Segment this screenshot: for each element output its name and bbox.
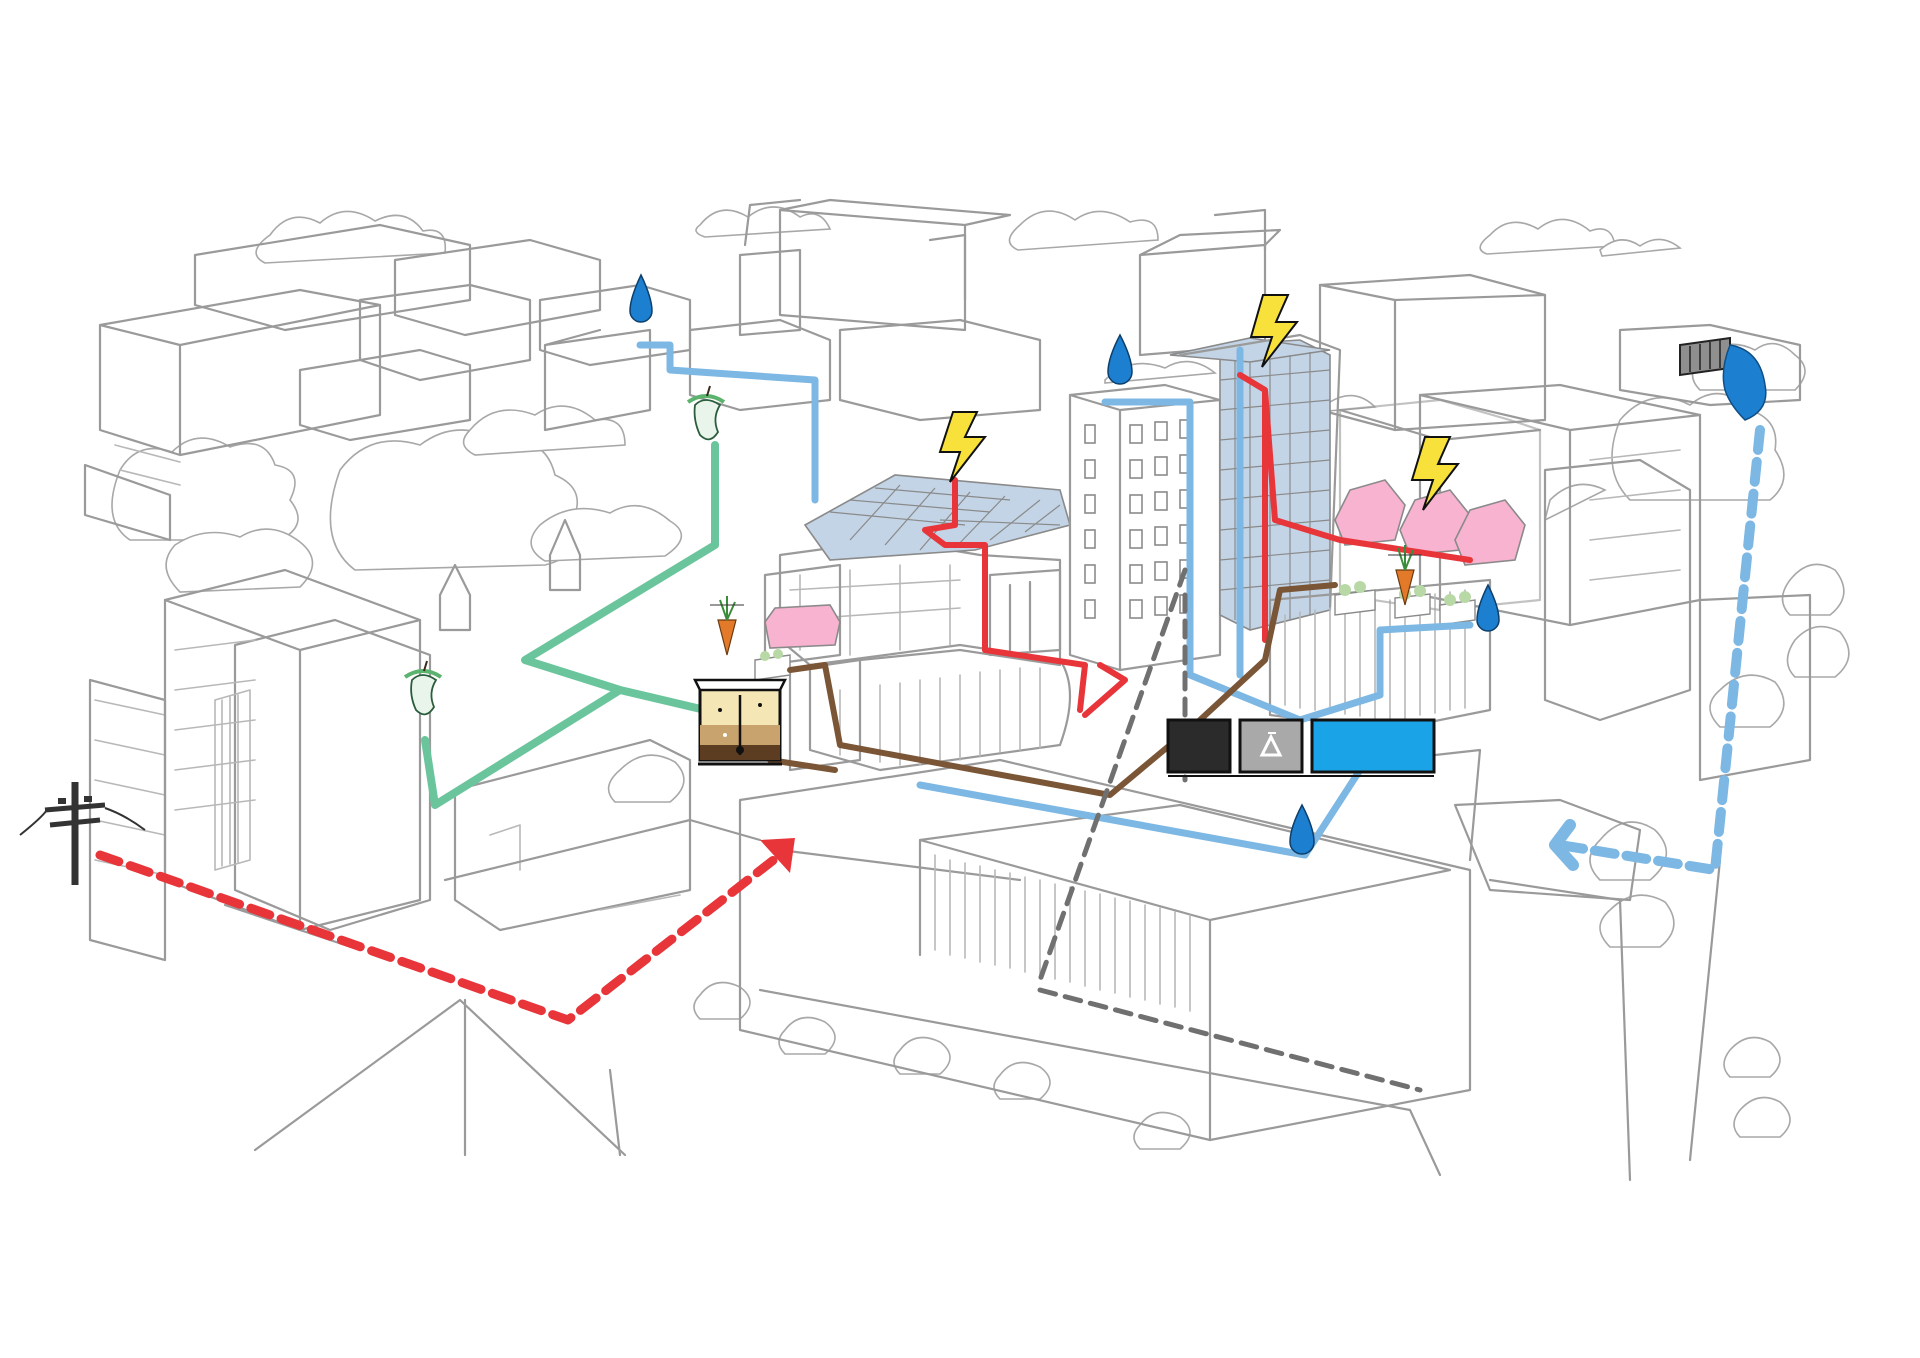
lightning-bolt-icon-1 bbox=[940, 412, 985, 482]
recycling-bin bbox=[1240, 720, 1302, 772]
greenhouse-1 bbox=[1335, 480, 1405, 545]
tower-windows bbox=[1085, 420, 1192, 618]
general-waste-bin bbox=[1168, 720, 1230, 772]
water-drop-icon-3 bbox=[1477, 585, 1499, 631]
apple-core-icon-1 bbox=[688, 386, 724, 439]
electricity-internal-flow bbox=[925, 375, 1470, 715]
waste-bins bbox=[1168, 720, 1434, 776]
apple-core-icon-2 bbox=[405, 661, 441, 714]
greenhouse-small bbox=[765, 605, 840, 648]
glass-roof-left bbox=[805, 475, 1070, 560]
water-drop-icon-4 bbox=[1290, 805, 1314, 854]
carrot-plant-icon-1 bbox=[710, 596, 744, 655]
water-drop-icon-2 bbox=[1108, 335, 1132, 384]
power-pole-icon bbox=[20, 782, 145, 885]
water-tank bbox=[1312, 720, 1434, 772]
rooftop-planters bbox=[755, 581, 1475, 680]
water-drop-icon-1 bbox=[630, 275, 652, 322]
background-buildings bbox=[85, 200, 1810, 1180]
grey-water-flow bbox=[1040, 570, 1420, 1090]
compost-tank-icon bbox=[695, 680, 785, 764]
